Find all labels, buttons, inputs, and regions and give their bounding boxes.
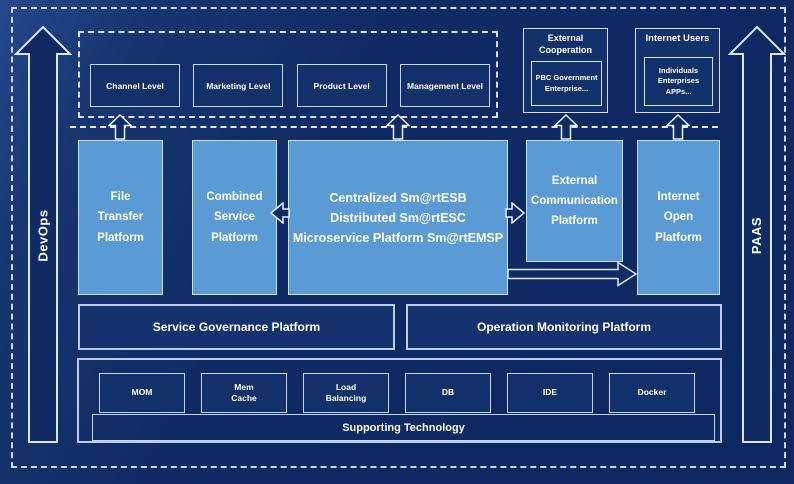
technology-row: MOM Mem Cache Load Balancing DB IDE Dock… [99,373,695,413]
internet-open-platform-box: Internet Open Platform [637,140,720,295]
tech-box-docker: Docker [609,373,695,413]
file-transfer-platform-box: File Transfer Platform [78,140,163,295]
paas-rail: PAAS [728,25,786,445]
combined-service-platform-box: Combined Service Platform [192,140,277,295]
technology-section: MOM Mem Cache Load Balancing DB IDE Dock… [77,358,722,443]
tech-box-mem-cache: Mem Cache [201,373,287,413]
tech-box-load-balancing: Load Balancing [303,373,389,413]
outer-dashed-frame [11,7,786,468]
level-box-channel: Channel Level [90,64,180,107]
service-governance-platform-bar: Service Governance Platform [78,304,395,350]
level-box-marketing: Marketing Level [193,64,284,107]
paas-up-arrow-icon [728,25,786,443]
tech-box-db: DB [405,373,491,413]
external-communication-platform-box: External Communication Platform [526,140,623,262]
tech-box-mom: MOM [99,373,185,413]
devops-up-arrow-icon [14,25,72,443]
levels-row: Channel Level Marketing Level Product Le… [90,64,490,107]
flow-right-arrow-icon [508,261,638,287]
internet-users-box: Internet Users Individuals Enterprises A… [635,28,720,113]
level-box-management: Management Level [399,64,490,107]
levels-dashed-container [78,31,498,118]
tech-box-ide: IDE [507,373,593,413]
up-arrow-icon [666,114,690,140]
up-arrow-icon [554,114,578,140]
external-cooperation-title: External Cooperation [539,33,592,55]
right-arrow-icon [505,202,525,224]
level-label: Product Level [313,80,370,91]
supporting-technology-bar: Supporting Technology [92,414,715,441]
devops-rail: DevOps [14,25,72,445]
internet-users-title: Internet Users [645,33,710,44]
external-cooperation-members: PBC Government Enterprise... [531,61,602,106]
esb-core-platform-box: Centralized Sm@rtESB Distributed Sm@rtES… [288,140,508,295]
internet-users-members: Individuals Enterprises APPs... [644,57,713,106]
paas-label: PAAS [749,216,765,254]
left-arrow-icon [270,202,290,224]
level-box-product: Product Level [296,64,387,107]
level-label: Marketing Level [206,80,271,91]
devops-label: DevOps [35,208,51,262]
up-arrow-icon [386,114,410,140]
level-label: Management Level [406,80,484,91]
external-cooperation-box: External Cooperation PBC Government Ente… [523,28,608,113]
operation-monitoring-platform-bar: Operation Monitoring Platform [406,304,722,350]
level-label: Channel Level [106,80,164,91]
up-arrow-icon [108,114,132,140]
